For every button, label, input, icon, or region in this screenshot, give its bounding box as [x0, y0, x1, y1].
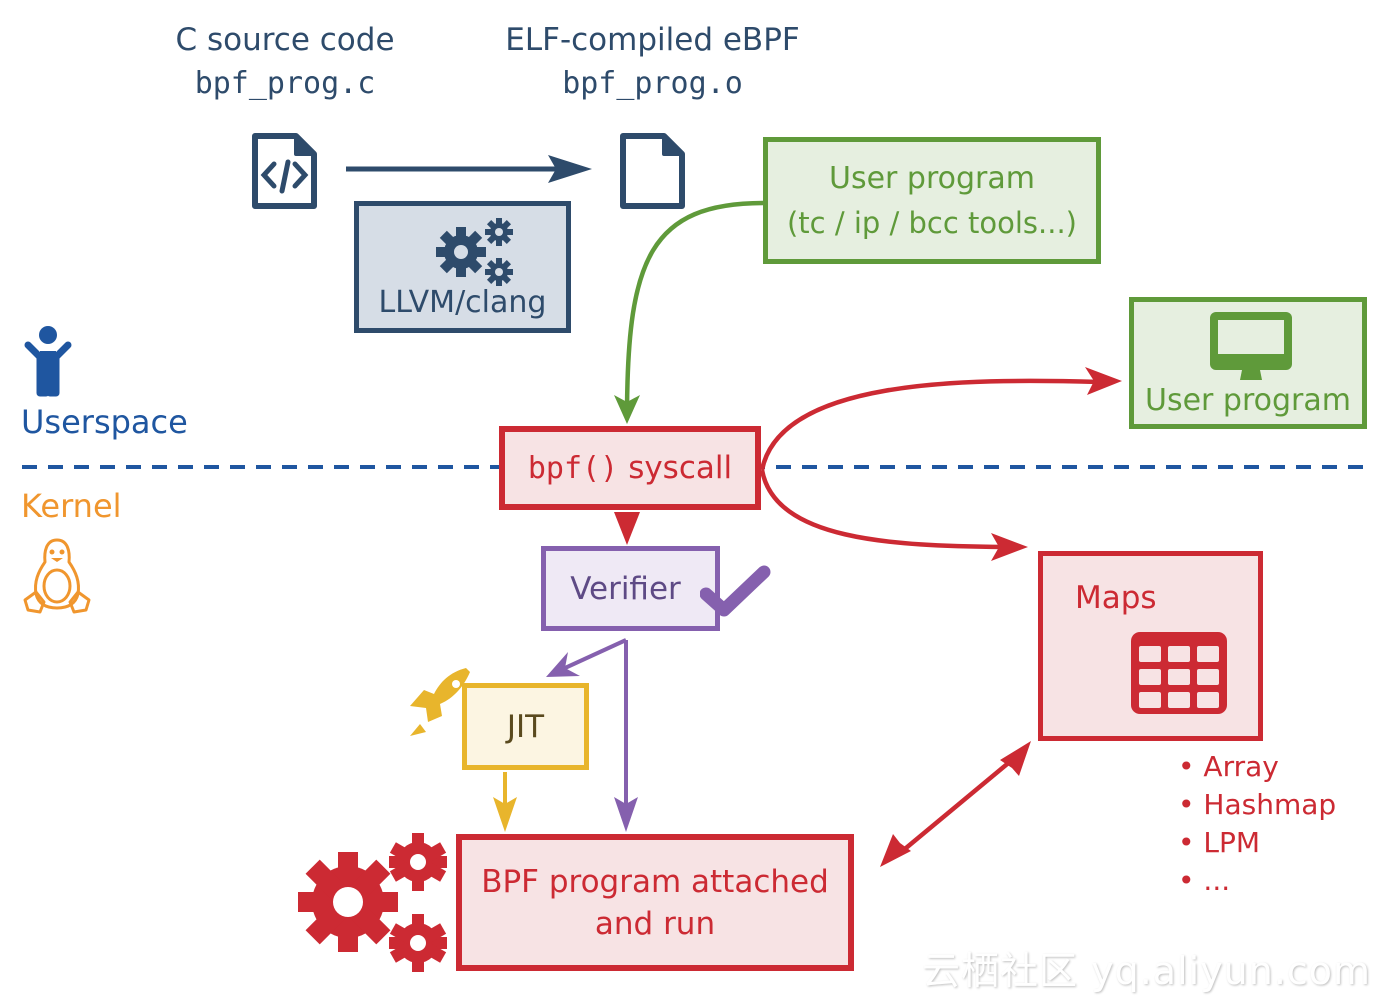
verifier-to-run-arrow: [614, 640, 638, 832]
map-type-array: Array: [1203, 750, 1279, 783]
user-program-tools-line2: (tc / ip / bcc tools...): [786, 205, 1077, 240]
syscall-to-user-program-arrow: [759, 378, 1101, 471]
code-file-icon[interactable]: [250, 132, 320, 212]
map-type-item: • LPM: [1178, 826, 1261, 859]
user-program-tools-line1: User program: [829, 160, 1035, 196]
run-maps-bidirectional-arrow: [880, 741, 1031, 867]
watermark: 云栖社区 yq.aliyun.com: [922, 949, 1372, 993]
compiled-header: ELF-compiled eBPF bpf_prog.o: [490, 18, 815, 106]
bpf-syscall-function: bpf(): [527, 450, 619, 486]
checkmark-icon: [700, 565, 771, 617]
compiler-box[interactable]: LLVM/clang: [354, 201, 571, 333]
bpf-run-line2: and run: [594, 905, 716, 942]
compiled-title: ELF-compiled eBPF: [505, 22, 800, 58]
bpf-run-line1: BPF program attached: [481, 863, 829, 900]
gears-icon: [436, 218, 513, 286]
penguin-icon: [23, 538, 91, 614]
map-type-item: • ...: [1178, 864, 1231, 897]
bpf-run-box[interactable]: BPF program attached and run: [456, 834, 854, 971]
maps-box[interactable]: Maps: [1038, 551, 1263, 741]
compiler-label: LLVM/clang: [378, 285, 547, 320]
syscall-to-verifier-arrowhead: [614, 512, 640, 545]
source-header: C source code bpf_prog.c: [150, 18, 420, 106]
compiled-filename: bpf_prog.o: [562, 66, 743, 101]
map-type-item: • Array: [1178, 750, 1279, 783]
verifier-label: Verifier: [570, 570, 681, 607]
userspace-label: Userspace: [21, 403, 188, 441]
source-title: C source code: [175, 22, 395, 58]
user-program-box[interactable]: User program: [1129, 297, 1367, 429]
syscall-to-maps-arrowhead: [991, 533, 1028, 561]
run-gears-icon: [298, 833, 447, 972]
compile-arrow: [346, 155, 592, 183]
kernel-label: Kernel: [21, 487, 122, 525]
map-type-lpm: LPM: [1203, 826, 1261, 859]
person-icon: [24, 326, 72, 397]
maps-title: Maps: [1075, 580, 1157, 616]
table-icon: [1131, 632, 1227, 714]
bpf-syscall-box[interactable]: bpf() syscall: [499, 426, 761, 510]
verifier-box[interactable]: Verifier: [541, 546, 720, 631]
syscall-to-maps-arrow: [759, 469, 1006, 550]
map-types-list: • Array • Hashmap • LPM • ...: [1178, 748, 1336, 900]
jit-label: JIT: [506, 708, 545, 745]
jit-to-run-arrow: [493, 772, 517, 832]
load-program-arrowhead: [614, 395, 640, 424]
user-program-tools-box[interactable]: User program (tc / ip / bcc tools...): [763, 137, 1101, 264]
user-program-label: User program: [1145, 383, 1351, 418]
syscall-to-user-program-arrowhead: [1085, 367, 1122, 395]
monitor-icon: [1210, 312, 1292, 380]
source-filename: bpf_prog.c: [194, 66, 376, 101]
map-type-more: ...: [1203, 864, 1231, 897]
load-program-arrow: [624, 200, 765, 411]
rocket-icon: [410, 668, 470, 736]
jit-box[interactable]: JIT: [462, 683, 589, 770]
map-type-hashmap: Hashmap: [1203, 788, 1337, 821]
bpf-syscall-label: syscall: [628, 450, 733, 486]
file-icon[interactable]: [618, 132, 688, 212]
verifier-to-jit-arrow: [546, 638, 627, 677]
map-type-item: • Hashmap: [1178, 788, 1337, 821]
